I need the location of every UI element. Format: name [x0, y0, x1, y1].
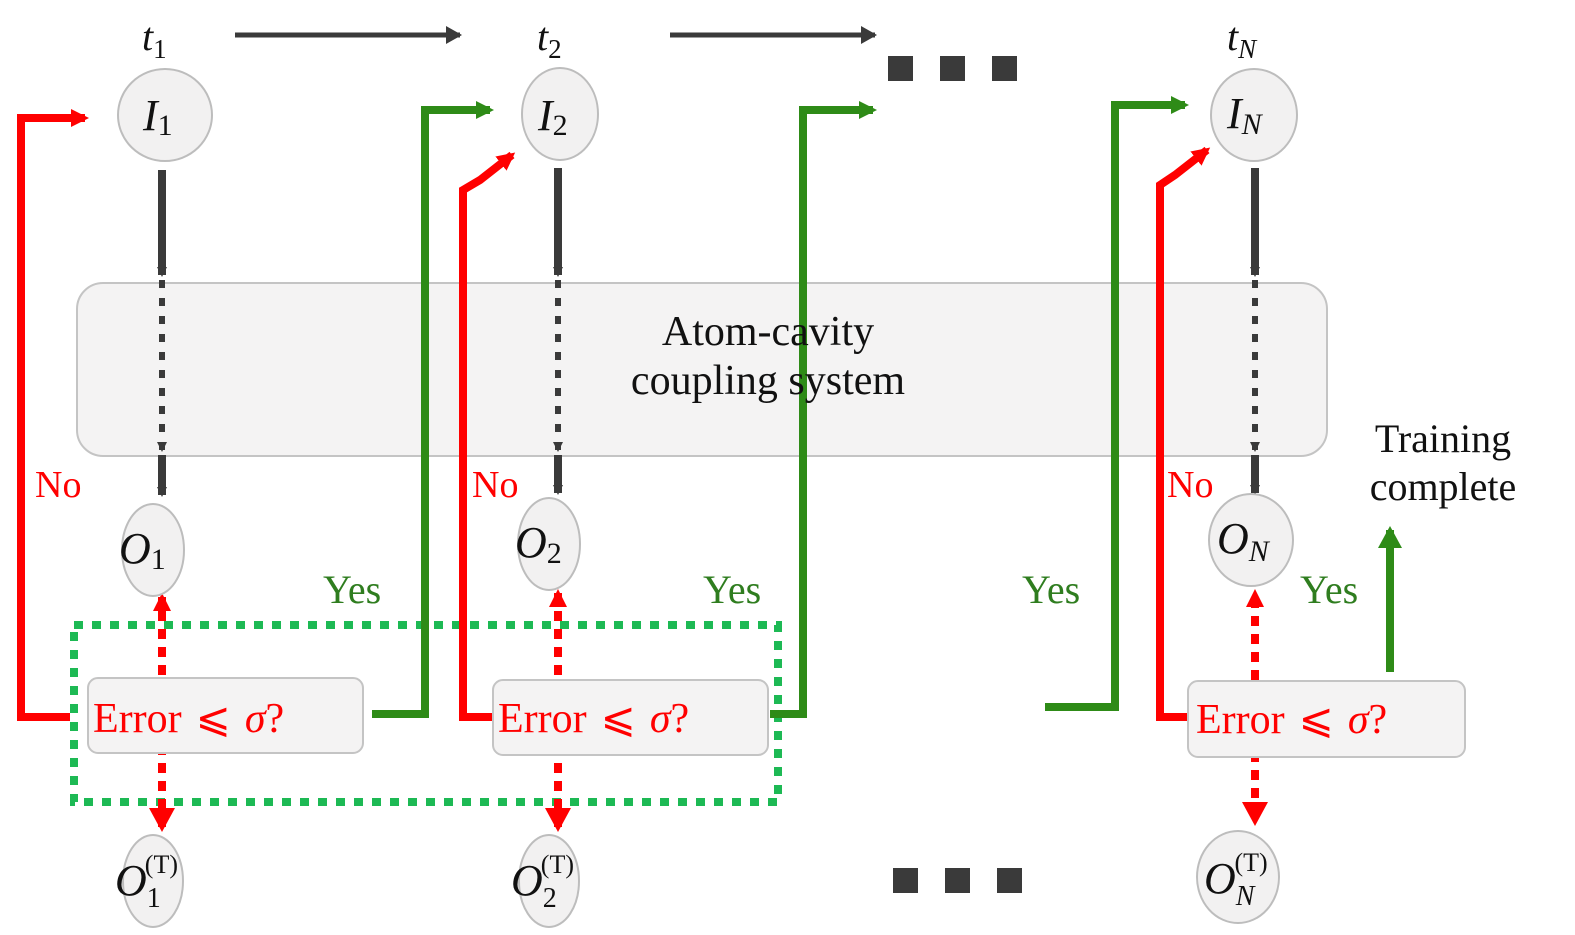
target-node-n	[1196, 830, 1280, 924]
ellipsis-icon-top	[888, 56, 1017, 81]
target-node-1-label: O1(T)	[115, 850, 178, 914]
yes-label-3: Yes	[1022, 567, 1080, 612]
no-label-n: No	[1167, 464, 1213, 506]
decision-box-2	[492, 679, 769, 756]
target-node-2-label: O2(T)	[511, 850, 574, 914]
output-node-n	[1208, 493, 1294, 587]
yes-label-complete: Yes	[1300, 567, 1358, 612]
yes-forward-arrow-1	[372, 101, 494, 718]
target-node-1	[122, 834, 184, 928]
input-node-1-label: I1	[142, 91, 173, 142]
decision-label-1: Error⩽σ?	[93, 696, 284, 742]
input-node-2-label: I2	[537, 91, 568, 142]
output-node-n-label: ON	[1217, 514, 1271, 568]
input-node-n-label: IN	[1226, 89, 1264, 141]
time-label-n: tN	[1227, 14, 1258, 64]
input-node-2	[521, 67, 599, 161]
training-complete-line2: complete	[1370, 464, 1517, 509]
target-node-2	[518, 834, 580, 928]
decision-label-n: Error⩽σ?	[1196, 697, 1387, 743]
input-node-1	[117, 68, 213, 162]
time-label-2: t2	[537, 14, 562, 64]
ellipsis-icon-bottom	[893, 868, 1022, 893]
system-box-line2: coupling system	[631, 358, 905, 404]
decision-box-1	[87, 677, 364, 754]
atom-cavity-system-box	[76, 282, 1328, 457]
decision-label-2: Error⩽σ?	[498, 696, 689, 742]
yes-forward-arrow-n-1	[1045, 96, 1189, 711]
no-feedback-arrow-1	[17, 109, 89, 721]
output-node-2	[517, 497, 581, 591]
yes-forward-arrow-2	[770, 101, 877, 718]
no-feedback-arrow-2	[459, 151, 516, 721]
yes-label-1: Yes	[323, 567, 381, 612]
output-node-1	[121, 503, 185, 597]
output-node-1-label: O1	[119, 524, 166, 576]
input-node-n	[1210, 68, 1298, 162]
output-node-2-label: O2	[515, 518, 562, 570]
time-label-1: t1	[142, 14, 167, 64]
yes-label-2: Yes	[703, 567, 761, 612]
decision-box-n	[1187, 680, 1466, 758]
training-complete-line1: Training	[1375, 416, 1511, 461]
no-label-2: No	[472, 464, 518, 506]
no-feedback-arrow-n	[1156, 146, 1211, 721]
target-node-n-label: ON(T)	[1204, 848, 1268, 912]
no-label-1: No	[35, 464, 81, 506]
system-box-line1: Atom-cavity	[662, 309, 874, 355]
